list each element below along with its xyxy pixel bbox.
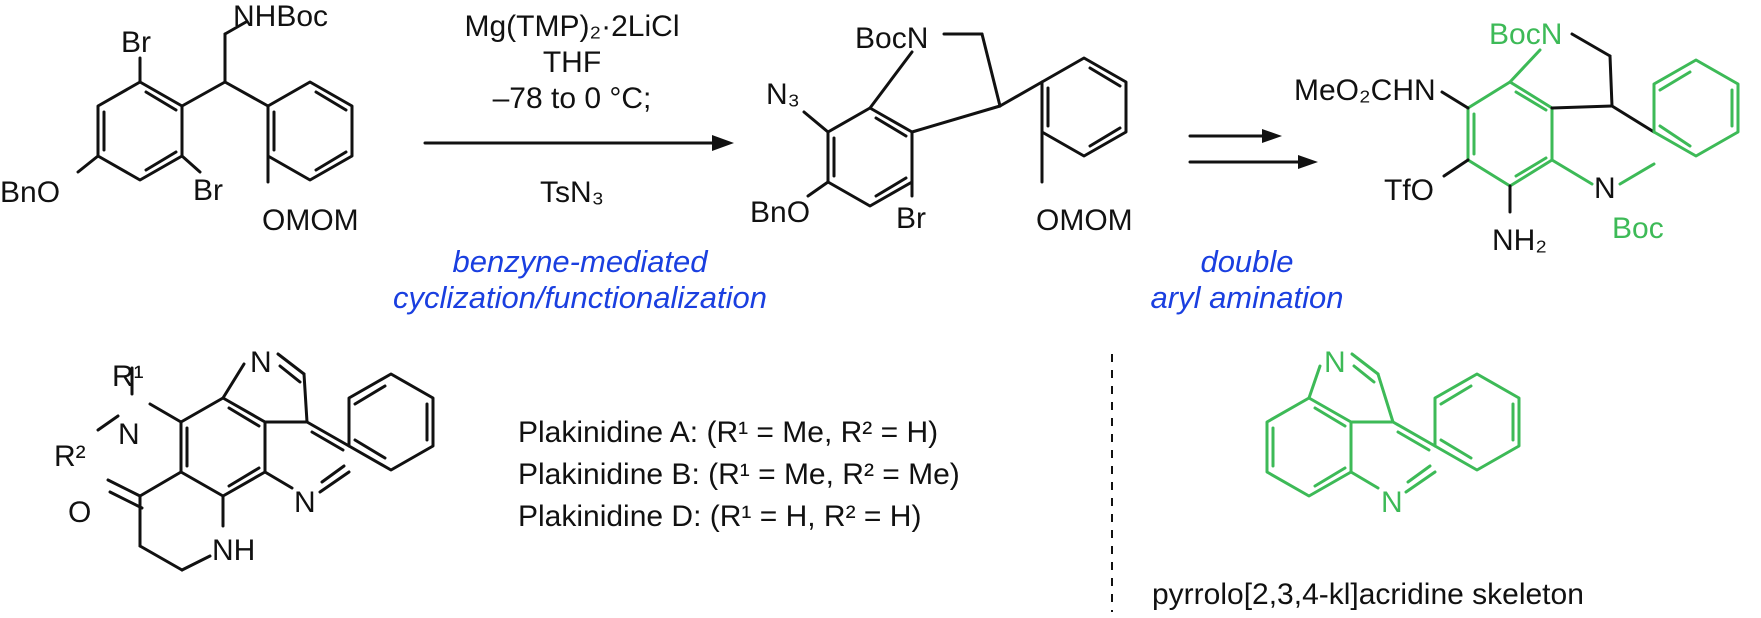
int-bno-label: BnO (750, 196, 810, 229)
arrow-2b-head (1298, 155, 1318, 169)
prod-boc-label: Boc (1612, 212, 1664, 245)
prod-n-label: N (1594, 172, 1616, 205)
prod-bocn-label: BocN (1489, 18, 1562, 51)
caption-2-line-2: aryl amination (1151, 280, 1344, 315)
skel-acr-1 (1391, 420, 1437, 448)
arrow-1-head (712, 135, 734, 151)
skel-nacr-label: N (1381, 486, 1403, 519)
caption-2-line-1: double (1200, 244, 1293, 279)
int-bocn-label: BocN (855, 22, 928, 55)
plak-co (106, 478, 142, 498)
int-n3-label: N₃ (766, 78, 800, 111)
sm-ch2-n (223, 20, 248, 36)
int-c-o (806, 180, 830, 198)
sm-nhboc-label: NHBoc (233, 0, 328, 33)
caption-1-line-1: benzyne-mediated (452, 244, 709, 279)
plak-ch2-ch2 (138, 544, 184, 572)
sm-br-bottom-label: Br (193, 174, 223, 207)
int-aryl-ring (1040, 56, 1128, 158)
plak-right-ring (347, 372, 435, 472)
prod-c-otf (1442, 158, 1470, 178)
plak-npyrrole-label: N (250, 346, 272, 379)
int-c7a-n (868, 50, 914, 110)
sm-ch-aryl (223, 80, 270, 108)
plak-namine-label: N (118, 418, 140, 451)
plak-npyrrole-ch (276, 352, 306, 376)
int-c3-c3a (910, 104, 1002, 134)
int-c-n3 (802, 110, 830, 134)
prod-carbamate-label: MeO₂CHN (1294, 74, 1436, 107)
plak-r2-label: R² (54, 440, 86, 473)
sm-ring-b (266, 80, 354, 182)
skel-ch-c (1376, 372, 1395, 424)
solvent: THF (543, 46, 601, 79)
plak-central-ring (179, 396, 267, 498)
reagent-2: TsN₃ (540, 176, 604, 209)
plak-acr-3 (318, 470, 351, 494)
sm-c-br-bottom (180, 154, 202, 174)
sm-omom-label: OMOM (262, 204, 359, 237)
sm-br-top-label: Br (121, 26, 151, 59)
indoline-intermediate: BocN N₃ BnO Br OMOM (750, 22, 1133, 237)
temperature: –78 to 0 °C; (493, 82, 652, 115)
prod-c-carbamate (1440, 90, 1470, 110)
plak-namine-r2 (96, 414, 120, 432)
skel-right-ring (1433, 372, 1521, 472)
prod-core-n (1550, 158, 1594, 186)
plakinidine-list: Plakinidine A: (R¹ = Me, R² = H) Plakini… (518, 416, 960, 533)
prod-n-aryl (1618, 162, 1656, 186)
plak-c-co (138, 470, 183, 498)
prod-central-ring (1466, 80, 1554, 188)
int-br-label: Br (896, 202, 926, 235)
int-c3-aryl (998, 80, 1044, 108)
prod-n-ch2 (1570, 32, 1612, 58)
sm-ring-a (96, 80, 184, 182)
prod-ch-aryl (1610, 104, 1656, 134)
plak-o-label: O (68, 496, 91, 529)
caption-1-line-2: cyclization/functionalization (393, 280, 767, 315)
product-structure: BocN MeO₂CHN TfO NH₂ N Boc (1294, 18, 1740, 257)
skel-left-ring (1265, 396, 1353, 498)
plak-r1-label: R¹ (112, 360, 144, 393)
int-c2-c3 (980, 32, 1002, 108)
prod-right-ring (1652, 58, 1740, 158)
plak-acr-2 (263, 470, 294, 490)
plak-c-namine (148, 402, 183, 424)
pyrroloacridine-skeleton: N N pyrrolo[2,3,4-kl]acridine skeleton (1152, 346, 1584, 611)
skel-c-npyrrole (1307, 364, 1322, 400)
sm-c-o (76, 154, 100, 174)
int-omom-label: OMOM (1036, 204, 1133, 237)
prod-ch-core (1550, 104, 1614, 110)
skel-acr-2 (1349, 470, 1380, 490)
starting-material: NHBoc Br Br BnO OMOM (0, 0, 359, 237)
reagent-1: Mg(TMP)₂·2LiCl (465, 10, 680, 43)
sm-ch (180, 80, 227, 108)
plak-acr-1 (305, 420, 351, 448)
reaction-arrow-2: double aryl amination (1151, 129, 1344, 315)
int-benzene-ring (826, 106, 914, 208)
plak-nh-label: NH (212, 534, 255, 567)
plak-nacr-label: N (294, 486, 316, 519)
skel-npyrrole-ch (1350, 352, 1380, 376)
plakinidine-a: Plakinidine A: (R¹ = Me, R² = H) (518, 416, 938, 449)
prod-ch2-ch (1608, 54, 1614, 108)
reaction-arrow-1: Mg(TMP)₂·2LiCl THF –78 to 0 °C; TsN₃ ben… (393, 10, 767, 315)
prod-n-c (1508, 48, 1542, 84)
arrow-2a-head (1262, 129, 1282, 143)
sm-bno-label: BnO (0, 176, 60, 209)
plak-c-npyrrole (221, 362, 246, 400)
prod-otf-label: TfO (1384, 174, 1434, 207)
prod-nh2-label: NH₂ (1492, 224, 1547, 257)
plak-ch2-nh (180, 554, 212, 572)
skel-npyrrole-label: N (1324, 346, 1346, 379)
plakinidine-d: Plakinidine D: (R¹ = H, R² = H) (518, 500, 921, 533)
plak-ch-c (302, 372, 309, 424)
plakinidine-b: Plakinidine B: (R¹ = Me, R² = Me) (518, 458, 960, 491)
skeleton-caption: pyrrolo[2,3,4-kl]acridine skeleton (1152, 578, 1584, 611)
skel-acr-3 (1404, 470, 1437, 494)
plakinidine-structure: R¹ N R² N O N NH (54, 346, 435, 572)
